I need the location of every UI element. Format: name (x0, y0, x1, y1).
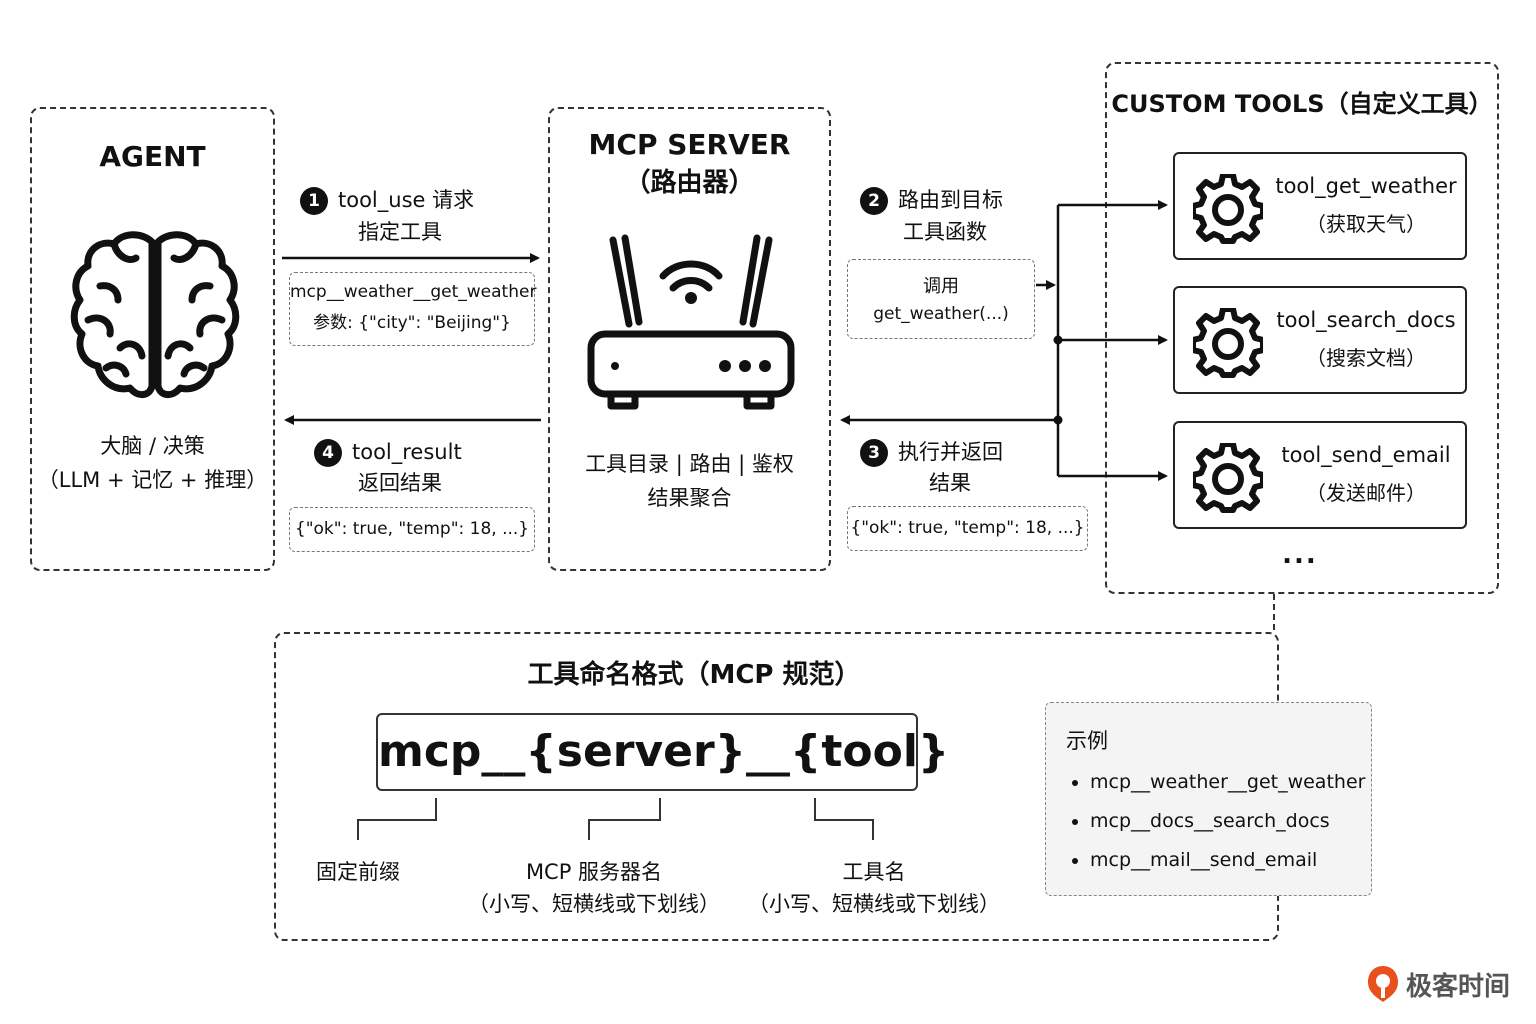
example-item: mcp__weather__get_weather (1090, 771, 1365, 810)
naming-part-tool: 工具名 (842, 860, 906, 884)
router-icon (587, 234, 795, 410)
step-2-label: 2 路由到目标 (860, 184, 1040, 216)
more-tools-ellipsis: ... (1282, 540, 1318, 570)
step-4-number: 4 (314, 439, 342, 467)
tool-description: （搜索文档） (1306, 346, 1426, 370)
tool-card-get-weather: tool_get_weather （获取天气） (1173, 152, 1467, 260)
brain-icon (70, 231, 240, 398)
step-1-label: 1 tool_use 请求 (300, 184, 500, 216)
example-item: mcp__mail__send_email (1090, 849, 1365, 888)
step-4-text: tool_result (352, 440, 462, 464)
brand-name: 极客时间 (1406, 972, 1511, 1002)
examples-title: 示例 (1066, 729, 1108, 753)
step-2-text: 路由到目标 (898, 188, 1003, 212)
naming-part-server: MCP 服务器名 (525, 860, 663, 884)
step-1-number: 1 (300, 187, 328, 215)
step-2-number: 2 (860, 187, 888, 215)
brand-mark-icon (1368, 966, 1398, 1002)
step-2-detail-1: 调用 (923, 276, 959, 297)
agent-title: AGENT (99, 140, 206, 173)
step-4-subtext: 返回结果 (358, 471, 442, 495)
step-3-label: 3 执行并返回 (860, 436, 1040, 468)
step-2-detail-2: get_weather(...) (873, 304, 1009, 324)
naming-part-prefix: 固定前缀 (316, 860, 400, 884)
custom-tools-title: CUSTOM TOOLS（自定义工具） (1111, 90, 1493, 118)
server-title-2: （路由器） (624, 168, 755, 198)
examples-box: 示例 mcp__weather__get_weather mcp__docs__… (1045, 702, 1372, 896)
server-panel (548, 107, 831, 571)
step-3-detail-box: {"ok": true, "temp": 18, ...} (847, 506, 1088, 551)
agent-caption-1: 大脑 / 决策 (100, 434, 205, 458)
tool-description: （发送邮件） (1306, 481, 1426, 505)
brand-logo: 极客时间 (1366, 962, 1526, 1006)
step-4-detail-box: {"ok": true, "temp": 18, ...} (289, 507, 535, 552)
naming-part-tool-note: （小写、短横线或下划线） (748, 892, 1000, 916)
gear-icon (1193, 174, 1263, 244)
step-1-subtext: 指定工具 (358, 220, 442, 244)
step-1-detail-1: mcp__weather__get_weather (290, 282, 537, 302)
step-1-detail-box: mcp__weather__get_weather 参数: {"city": "… (289, 272, 537, 346)
tool-name: tool_send_email (1281, 443, 1451, 467)
tool-name: tool_search_docs (1276, 308, 1456, 332)
step-2-detail-box: 调用 get_weather(...) (847, 259, 1035, 339)
example-item: mcp__docs__search_docs (1090, 810, 1365, 849)
tool-name: tool_get_weather (1275, 174, 1457, 198)
step-4-label: 4 tool_result (314, 436, 514, 468)
step-3-subtext: 结果 (929, 471, 971, 495)
agent-panel (30, 107, 275, 571)
step-3-text: 执行并返回 (898, 440, 1003, 464)
gear-icon (1193, 443, 1263, 513)
step-4-detail-1: {"ok": true, "temp": 18, ...} (294, 519, 530, 539)
step-1-text: tool_use 请求 (338, 188, 475, 212)
step-3-detail-1: {"ok": true, "temp": 18, ...} (850, 518, 1085, 538)
tool-description: （获取天气） (1306, 212, 1426, 236)
server-caption-1: 工具目录 | 路由 | 鉴权 (585, 452, 794, 476)
custom-tools-panel (1105, 62, 1499, 594)
tool-card-search-docs: tool_search_docs （搜索文档） (1173, 286, 1467, 394)
agent-caption-2: （LLM + 记忆 + 推理） (37, 468, 268, 492)
examples-list: mcp__weather__get_weather mcp__docs__sea… (1046, 771, 1365, 888)
step-2-subtext: 工具函数 (903, 220, 987, 244)
step-1-detail-2: 参数: {"city": "Beijing"} (313, 313, 511, 333)
step-3-number: 3 (860, 439, 888, 467)
naming-title: 工具命名格式（MCP 规范） (527, 660, 861, 690)
panel-connector (1273, 594, 1275, 630)
server-title-1: MCP SERVER (588, 128, 791, 161)
tool-card-send-email: tool_send_email （发送邮件） (1173, 421, 1467, 529)
server-caption-2: 结果聚合 (647, 486, 732, 510)
gear-icon (1193, 308, 1263, 378)
naming-format: mcp__{server}__{tool} (376, 713, 949, 791)
naming-part-server-note: （小写、短横线或下划线） (468, 892, 720, 916)
